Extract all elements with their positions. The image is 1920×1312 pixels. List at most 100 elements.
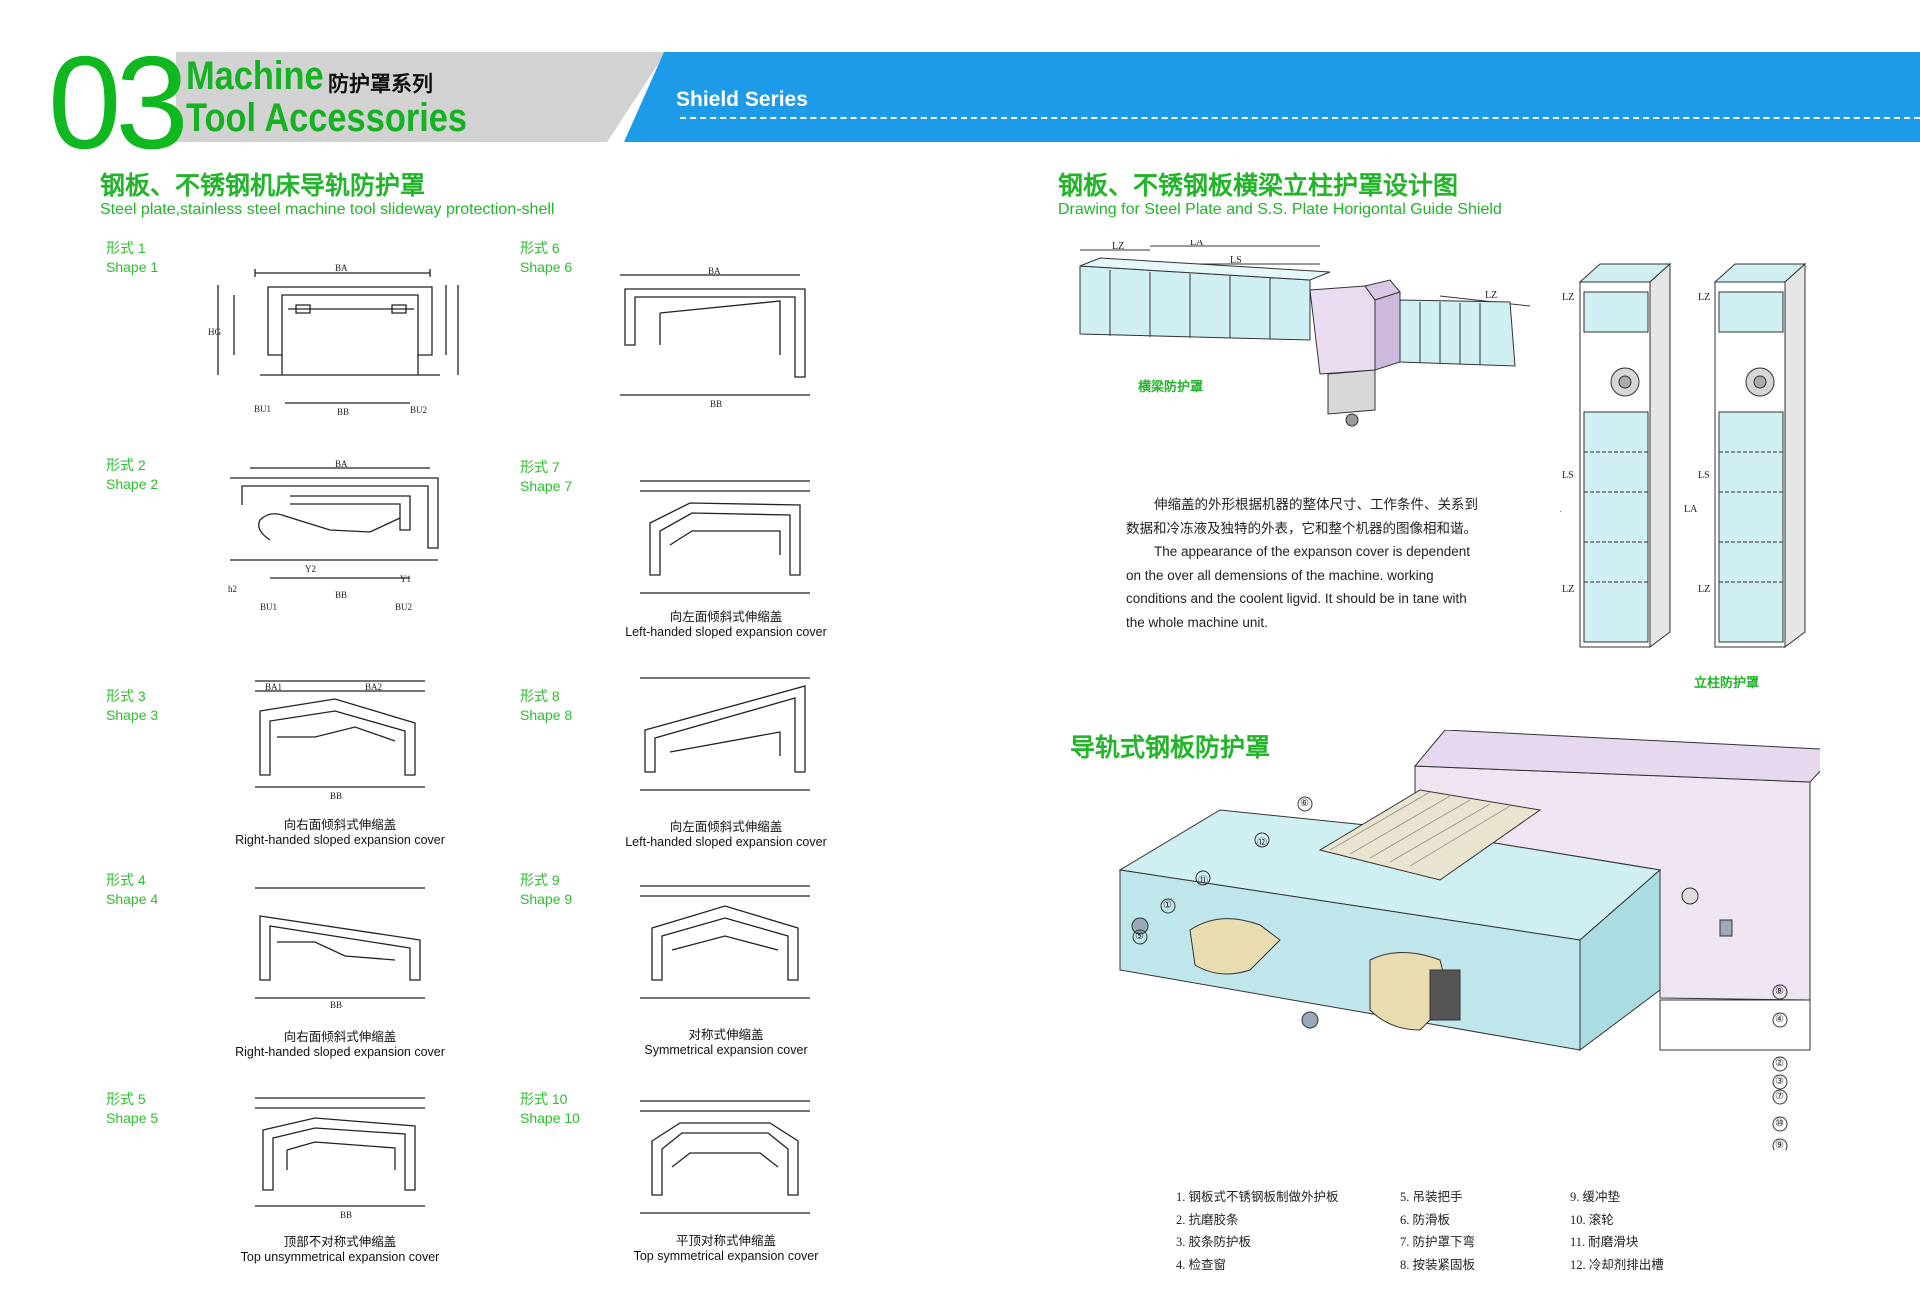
shape-9-label-cn: 形式 9 [520,872,560,888]
callout-12: ⑫ [1257,838,1267,849]
shape-3-diagram: BA1 BA2 BB [255,680,425,800]
shape-4-diagram: BB [255,887,425,1010]
shape-8-label-en: Shape 8 [520,707,573,723]
svg-text:BB: BB [337,407,349,415]
svg-text:LS: LS [1562,470,1574,481]
legend-item: 10. 滚轮 [1570,1212,1614,1227]
para-cn-line-2: 数据和冷冻液及独特的外表，它和整个机器的图像相和谐。 [1126,520,1477,536]
callout-1: ① [1163,900,1172,911]
legend-item: 12. 冷却剂排出槽 [1570,1257,1664,1272]
shape-4-caption-en: Right-handed sloped expansion cover [235,1045,445,1059]
legend-item: 5. 吊装把手 [1400,1190,1463,1204]
svg-text:LZ: LZ [1562,584,1574,595]
callout-2: ② [1775,1058,1784,1069]
shape-4-label-cn: 形式 4 [106,872,146,888]
shape-8-caption-en: Left-handed sloped expansion cover [625,835,827,849]
svg-text:LA: LA [1190,240,1204,248]
shape-10-label-cn: 形式 10 [520,1091,568,1107]
legend-item: 4. 检查窗 [1176,1257,1227,1272]
beam-shield-label: 横梁防护罩 [1138,379,1204,394]
para-en-line-1: The appearance of the expanson cover is … [1154,544,1470,559]
svg-text:LZ: LZ [1698,292,1710,303]
legend-col-3: 9. 缓冲垫 10. 滚轮 11. 耐磨滑块 12. 冷却剂排出槽 [1570,1186,1710,1276]
legend-item: 7. 防护罩下弯 [1400,1235,1476,1249]
shape-3-label-en: Shape 3 [106,707,159,723]
shape-9-caption-cn: 对称式伸缩盖 [688,1028,764,1042]
svg-text:BA: BA [335,263,348,273]
left-section-title-cn: 钢板、不锈钢机床导轨防护罩 [100,172,426,200]
svg-text:BB: BB [340,1210,352,1220]
header-title-line1: Machine [186,54,324,98]
chapter-number: 03 [48,29,189,176]
svg-text:h2: h2 [228,584,237,594]
svg-text:BU1: BU1 [260,602,277,612]
callout-6: ⑥ [1300,798,1309,809]
legend-item: 8. 按装紧固板 [1400,1257,1476,1272]
para-en-line-2: on the over all demensions of the machin… [1126,567,1434,583]
shape-5-caption-cn: 顶部不对称式伸缩盖 [283,1235,397,1249]
legend-col-2: 5. 吊装把手 6. 防滑板 7. 防护罩下弯 8. 按装紧固板 [1400,1186,1550,1276]
shape-3-caption-en: Right-handed sloped expansion cover [235,833,445,847]
shape-2-label-en: Shape 2 [106,476,159,492]
shape-4-label-en: Shape 4 [106,891,159,907]
shape-10-caption-en: Top symmetrical expansion cover [633,1249,819,1263]
shape-9-caption-en: Symmetrical expansion cover [644,1043,808,1057]
svg-text:LS: LS [1698,470,1710,481]
svg-text:LS: LS [1230,255,1242,266]
svg-text:BA1: BA1 [265,682,282,692]
legend-item: 11. 耐磨滑块 [1570,1235,1639,1249]
svg-text:LZ: LZ [1698,584,1710,595]
callout-4: ④ [1775,1014,1784,1025]
column-shield-label: 立柱防护罩 [1694,675,1760,690]
legend-item: 6. 防滑板 [1400,1212,1451,1227]
shape-3-caption-cn: 向右面倾斜式伸缩盖 [283,818,397,832]
svg-text:BA: BA [708,266,721,276]
svg-text:BA: BA [335,460,348,469]
para-en-line-4: the whole machine unit. [1126,614,1268,630]
shape-7-caption-en: Left-handed sloped expansion cover [625,625,827,639]
legend-item: 1. 钢板式不锈钢板制做外护板 [1176,1190,1339,1204]
svg-text:LA: LA [1560,504,1562,515]
svg-text:Y2: Y2 [305,564,316,574]
header-title-line2: Tool Accessories [186,96,468,140]
callout-8: ⑧ [1775,986,1784,997]
svg-text:BU2: BU2 [410,405,427,415]
shape-10-label-en: Shape 10 [520,1110,580,1126]
description-paragraph: 伸缩盖的外形根据机器的整体尺寸、工作条件、关系到 数据和冷冻液及独特的外表，它和… [1126,493,1506,634]
header-dashed-line [680,117,1920,119]
para-en-line-3: conditions and the coolent ligvid. It sh… [1126,591,1467,606]
beam-shield-drawing: LZ LA LS LZ [1079,240,1531,427]
right-bottom-title-cn: 导轨式钢板防护罩 [1070,734,1271,762]
shape-6-diagram: BA BB [620,266,810,409]
svg-text:LZ: LZ [1112,241,1124,252]
legend-col-1: 1. 钢板式不锈钢板制做外护板 2. 抗磨胶条 3. 胶条防护板 4. 检查窗 [1176,1186,1356,1276]
callout-7: ⑦ [1775,1091,1784,1102]
svg-text:HG: HG [208,327,221,337]
svg-text:LA: LA [1684,504,1698,515]
shape-1-diagram: BA BB BU1 BU2 HG [208,263,459,415]
left-section-title-en: Steel plate,stainless steel machine tool… [100,201,555,218]
callout-3: ③ [1775,1076,1784,1087]
legend-item: 9. 缓冲垫 [1570,1190,1621,1204]
shape-10-diagram [640,1100,810,1214]
callout-5: ⑤ [1135,931,1144,942]
svg-text:BB: BB [710,399,722,409]
shape-5-label-cn: 形式 5 [106,1091,146,1107]
shape-5-diagram: BB [255,1097,425,1220]
shape-6-label-cn: 形式 6 [520,240,560,256]
shape-2-label-cn: 形式 2 [106,457,146,473]
shape-9-label-en: Shape 9 [520,891,573,907]
slideway-shield-drawing [1118,730,1820,1150]
shape-5-label-en: Shape 5 [106,1110,159,1126]
shape-10-caption-cn: 平顶对称式伸缩盖 [675,1234,776,1248]
shape-2-diagram: BA Y2 Y1 h2 BB BU1 BU2 [228,460,439,612]
shape-7-diagram [640,480,810,594]
shape-7-caption-cn: 向左面倾斜式伸缩盖 [669,610,783,624]
para-cn-line-1: 伸缩盖的外形根据机器的整体尺寸、工作条件、关系到 [1154,497,1478,512]
shape-8-caption-cn: 向左面倾斜式伸缩盖 [669,820,783,834]
shape-7-label-en: Shape 7 [520,478,573,494]
svg-text:BB: BB [330,1000,342,1010]
header-blue-band [624,52,1920,142]
right-top-title-en: Drawing for Steel Plate and S.S. Plate H… [1058,201,1502,218]
shape-7-label-cn: 形式 7 [520,459,560,475]
